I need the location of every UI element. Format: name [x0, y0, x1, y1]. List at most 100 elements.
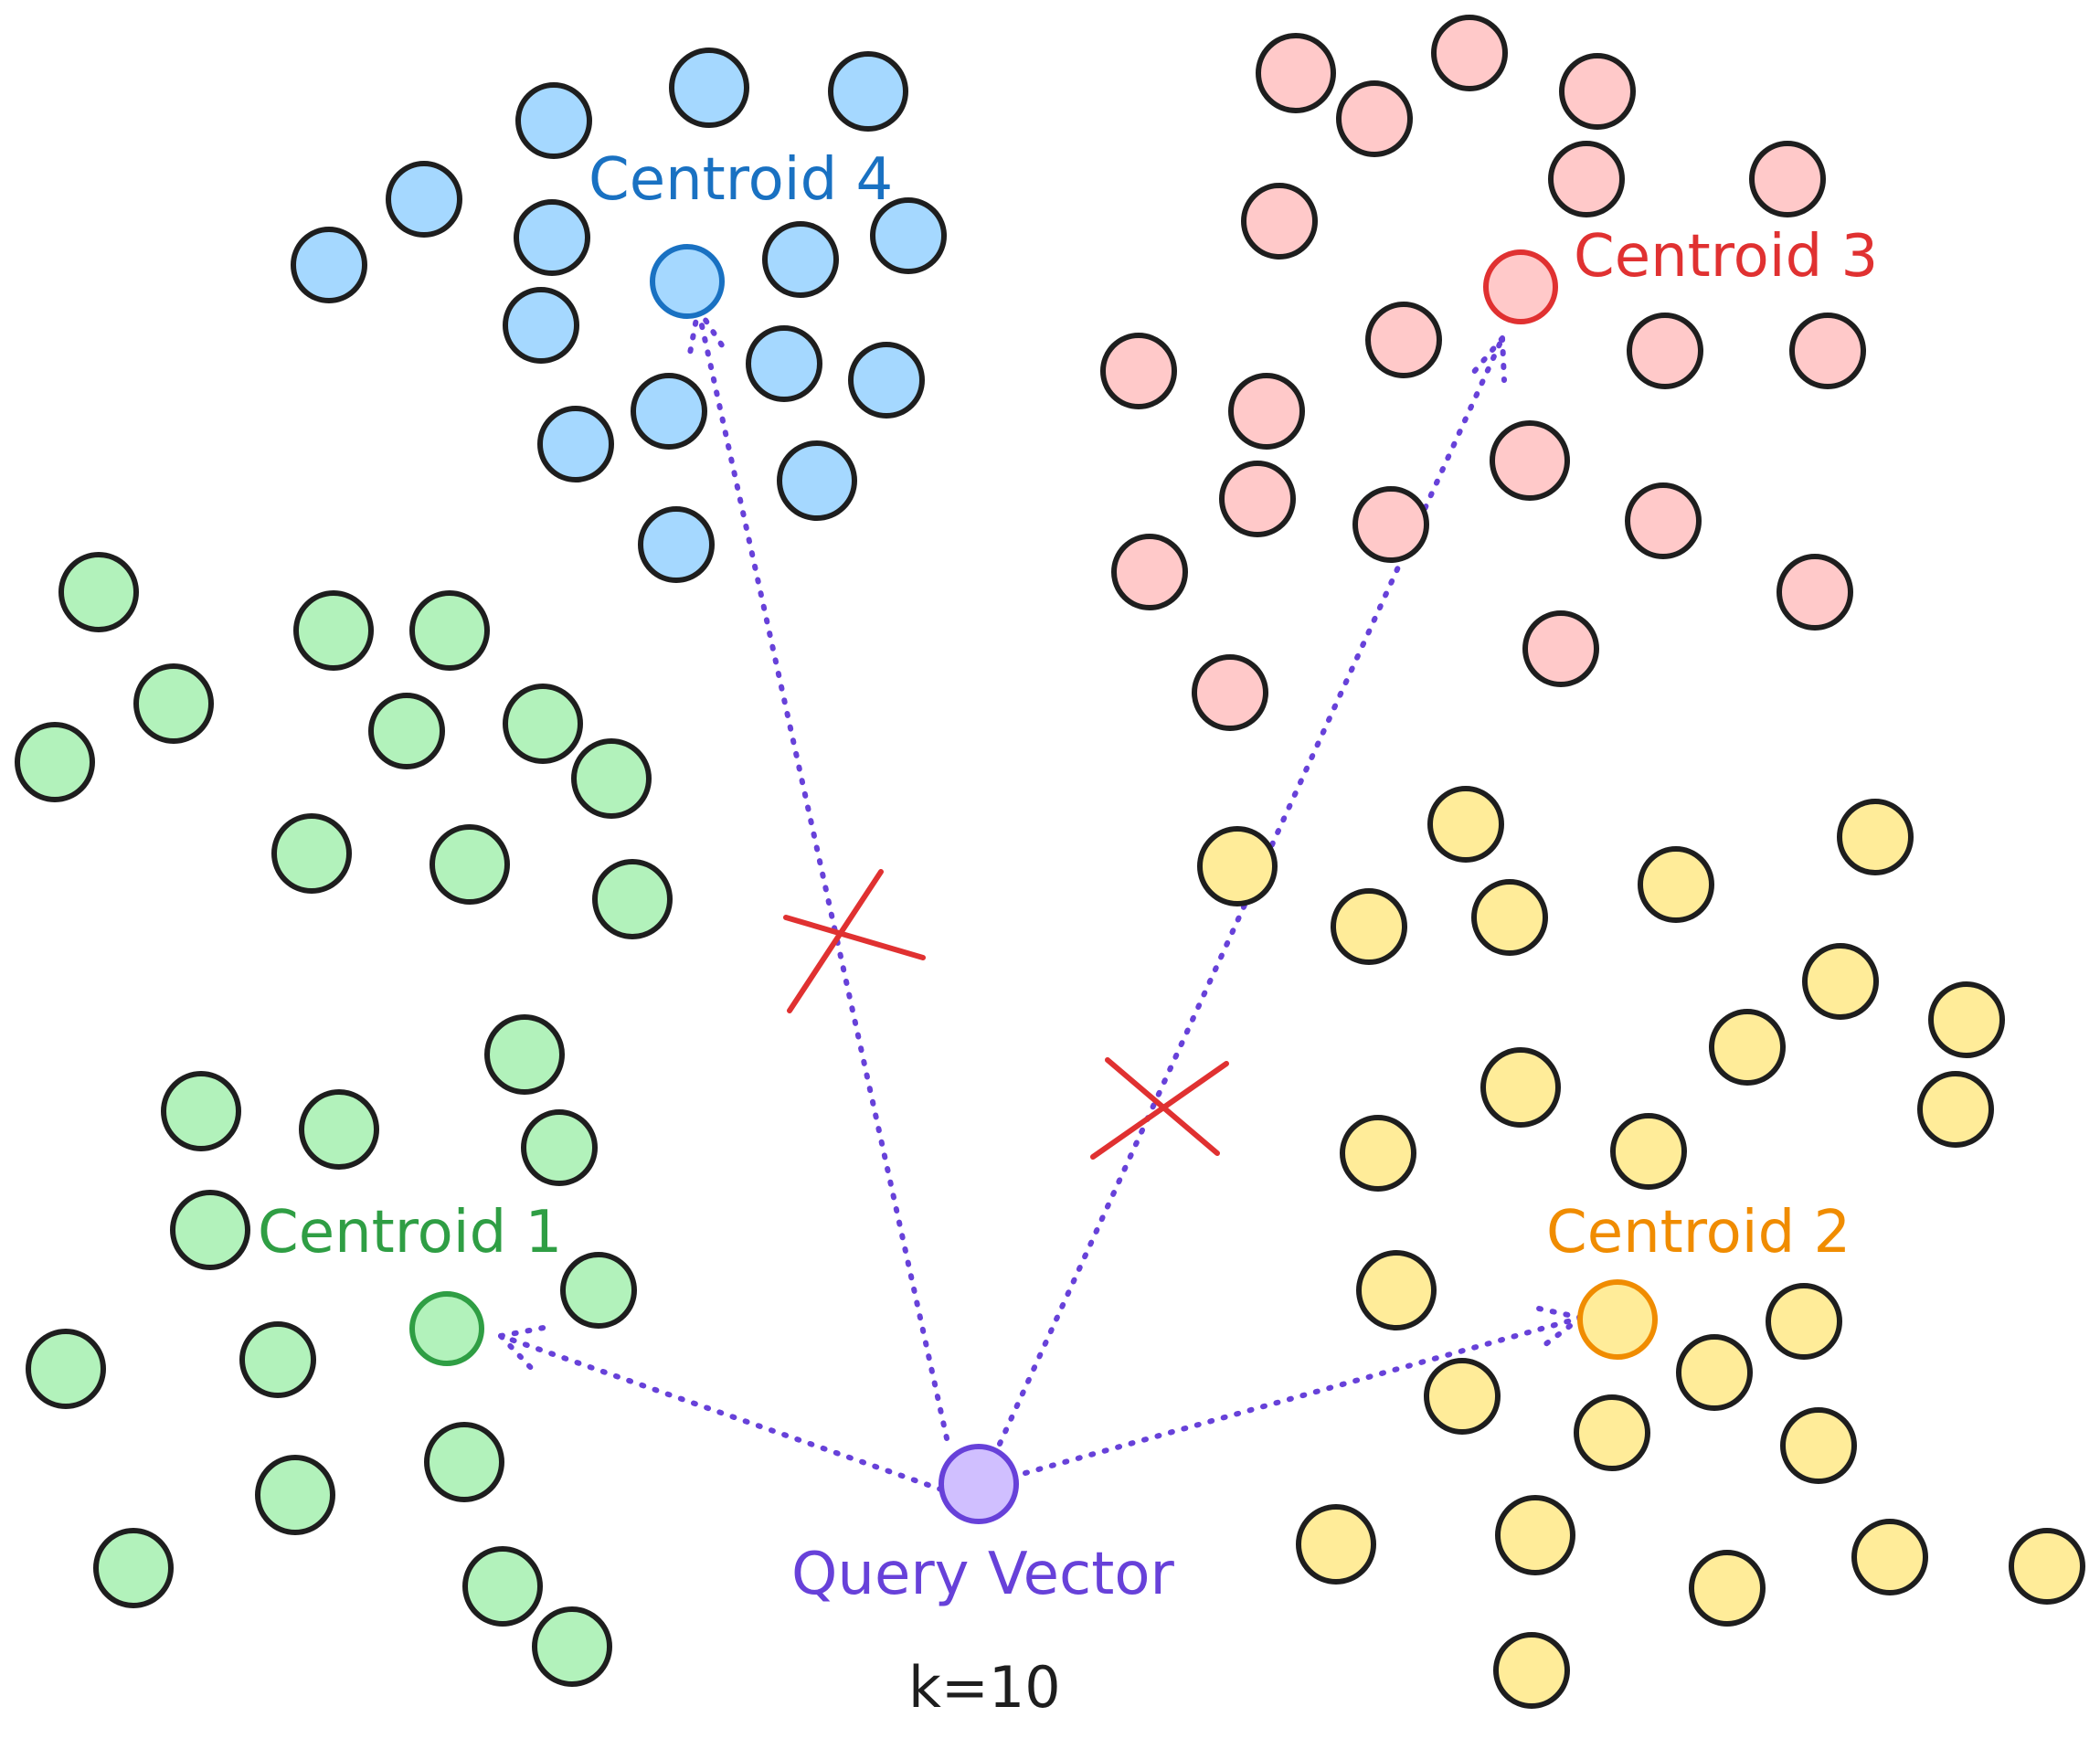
blue-point: [503, 287, 579, 364]
red-point: [1219, 461, 1296, 537]
green-point: [571, 738, 652, 819]
yellow-point: [1851, 1519, 1928, 1595]
red-point: [1522, 610, 1599, 687]
query-vector-point: [939, 1444, 1019, 1524]
yellow-point: [1689, 1550, 1766, 1627]
blue-point: [638, 506, 715, 583]
blue-cluster: [291, 48, 947, 583]
green-point: [239, 1321, 316, 1398]
red-point: [1111, 534, 1188, 610]
red-point: [1627, 313, 1703, 389]
red-point: [1228, 373, 1305, 450]
yellow-point: [2009, 1528, 2085, 1605]
yellow-point: [1638, 846, 1714, 923]
blue-point: [762, 221, 839, 298]
green-point: [484, 1014, 565, 1095]
red-point: [1559, 53, 1636, 130]
yellow-point: [1928, 981, 2005, 1058]
red-point: [1749, 141, 1826, 217]
red-point: [1336, 80, 1413, 157]
red-cluster: [1100, 15, 1866, 731]
yellow-point: [1837, 799, 1914, 875]
blue-point: [828, 51, 908, 132]
arrow-to-centroid-2-head: [1536, 1306, 1584, 1348]
yellow-point: [1427, 786, 1504, 863]
red-point: [1777, 554, 1853, 631]
yellow-point: [1471, 879, 1548, 956]
green-point: [592, 859, 673, 939]
red-point: [1241, 183, 1318, 260]
blue-point: [746, 325, 822, 402]
yellow-point: [1917, 1071, 1994, 1148]
green-point: [503, 684, 583, 764]
yellow-point: [1197, 826, 1278, 906]
yellow-point: [1340, 1115, 1416, 1192]
blue-point: [669, 48, 749, 128]
centroid-2-label: Centroid 2: [1546, 1199, 1851, 1267]
green-point: [255, 1455, 335, 1535]
yellow-cluster: [1197, 786, 2085, 1709]
red-point: [1100, 333, 1177, 409]
yellow-point: [1676, 1334, 1753, 1411]
green-point: [15, 722, 95, 802]
centroid-1-label: Centroid 1: [258, 1199, 562, 1267]
yellow-point: [1709, 1009, 1786, 1086]
green-point: [293, 590, 374, 671]
centroid-3-label: Centroid 3: [1574, 223, 1878, 291]
green-point: [133, 663, 214, 744]
green-point: [560, 1252, 637, 1329]
blue-point: [537, 406, 614, 482]
green-point: [521, 1109, 598, 1186]
blue-point: [386, 161, 462, 238]
green-point: [532, 1606, 612, 1687]
arrow-to-centroid-1: [498, 1333, 944, 1492]
x-mark-centroid-4: [783, 869, 926, 1013]
green-point: [271, 813, 352, 894]
centroid-3-point: [1483, 249, 1558, 324]
red-point: [1490, 420, 1570, 501]
blue-point: [631, 373, 707, 450]
green-point: [430, 824, 510, 905]
blue-point: [514, 199, 590, 276]
red-point: [1625, 482, 1702, 559]
green-point: [462, 1546, 543, 1627]
centroid-1-point: [409, 1291, 484, 1366]
x-mark-centroid-3: [1090, 1057, 1229, 1160]
yellow-point: [1493, 1632, 1570, 1709]
red-point: [1365, 302, 1442, 378]
yellow-point: [1780, 1407, 1857, 1484]
prune-marks: [783, 869, 1229, 1160]
centroid-4-label: Centroid 4: [589, 146, 893, 214]
yellow-point: [1610, 1113, 1687, 1190]
centroid-2-point: [1577, 1279, 1658, 1360]
red-point: [1789, 313, 1866, 389]
green-point: [26, 1329, 106, 1409]
yellow-point: [1480, 1047, 1561, 1128]
arrow-to-centroid-1-head: [498, 1324, 551, 1373]
green-point: [409, 590, 490, 671]
blue-point: [848, 342, 925, 419]
k-value-label: k=10: [908, 1654, 1061, 1721]
blue-point: [515, 82, 592, 159]
yellow-point: [1495, 1495, 1575, 1575]
yellow-point: [1356, 1250, 1437, 1330]
arrow-to-centroid-4: [695, 306, 949, 1441]
red-point: [1548, 141, 1625, 217]
green-point: [93, 1528, 174, 1608]
centroid-4-point: [650, 244, 725, 319]
blue-point: [777, 440, 857, 521]
green-point: [170, 1190, 250, 1270]
yellow-point: [1296, 1504, 1376, 1585]
red-point: [1192, 654, 1268, 731]
yellow-point: [1802, 943, 1879, 1020]
green-cluster: [15, 552, 673, 1687]
yellow-point: [1574, 1394, 1650, 1471]
red-point: [1431, 15, 1508, 91]
yellow-point: [1424, 1358, 1501, 1435]
yellow-point: [1766, 1283, 1842, 1360]
green-point: [58, 552, 139, 632]
yellow-point: [1331, 888, 1407, 965]
red-point: [1352, 486, 1429, 563]
green-point: [161, 1071, 241, 1151]
